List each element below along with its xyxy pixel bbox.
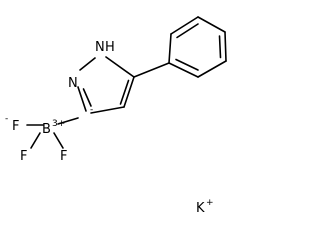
- atom-charge-k: +: [206, 198, 214, 208]
- bond-phenyl-3: [197, 16, 226, 33]
- bond-phenyl-double-a: [176, 23, 199, 39]
- atom-label-nh-hydrogen: H: [105, 40, 115, 55]
- bond-phenyl-double-c: [175, 58, 199, 71]
- bond-phenyl-2: [170, 16, 199, 35]
- bond-c3-n2: [77, 86, 87, 112]
- bond-n1-c5: [105, 56, 135, 78]
- bond-c5-phenyl: [133, 62, 170, 78]
- atom-label-f-bottom-right: F: [60, 149, 67, 164]
- bond-c3-n2-double: [82, 88, 92, 107]
- atom-label-f-bottom-left: F: [20, 149, 27, 164]
- atom-label-b: B: [42, 122, 51, 137]
- bond-b-c3: [57, 117, 79, 125]
- bond-phenyl-5: [197, 60, 227, 78]
- atom-label-k: K: [196, 201, 205, 216]
- bond-b-f-bottom-right: [53, 132, 64, 149]
- bond-c5-c4: [123, 76, 135, 108]
- bond-n2-n1: [79, 57, 96, 71]
- atom-charge-c-minus: -: [90, 105, 93, 115]
- atom-charge-b: 3+: [52, 119, 65, 129]
- bond-phenyl-1: [168, 33, 172, 64]
- bond-b-f-bottom-left: [30, 132, 41, 149]
- bond-phenyl-6: [168, 62, 199, 78]
- atom-charge-f-left: -: [5, 114, 8, 124]
- bond-phenyl-4: [224, 31, 227, 62]
- bond-c4-c3: [90, 106, 125, 114]
- atom-label-n: N: [68, 76, 78, 91]
- atom-label-nh: N: [95, 40, 105, 55]
- bond-c5-c4-double: [119, 79, 130, 105]
- chemical-structure-diagram: N H N - B 3+ - F F F K +: [5, 16, 227, 216]
- bond-phenyl-double-b: [218, 35, 222, 59]
- atom-label-f-left: F: [12, 119, 19, 134]
